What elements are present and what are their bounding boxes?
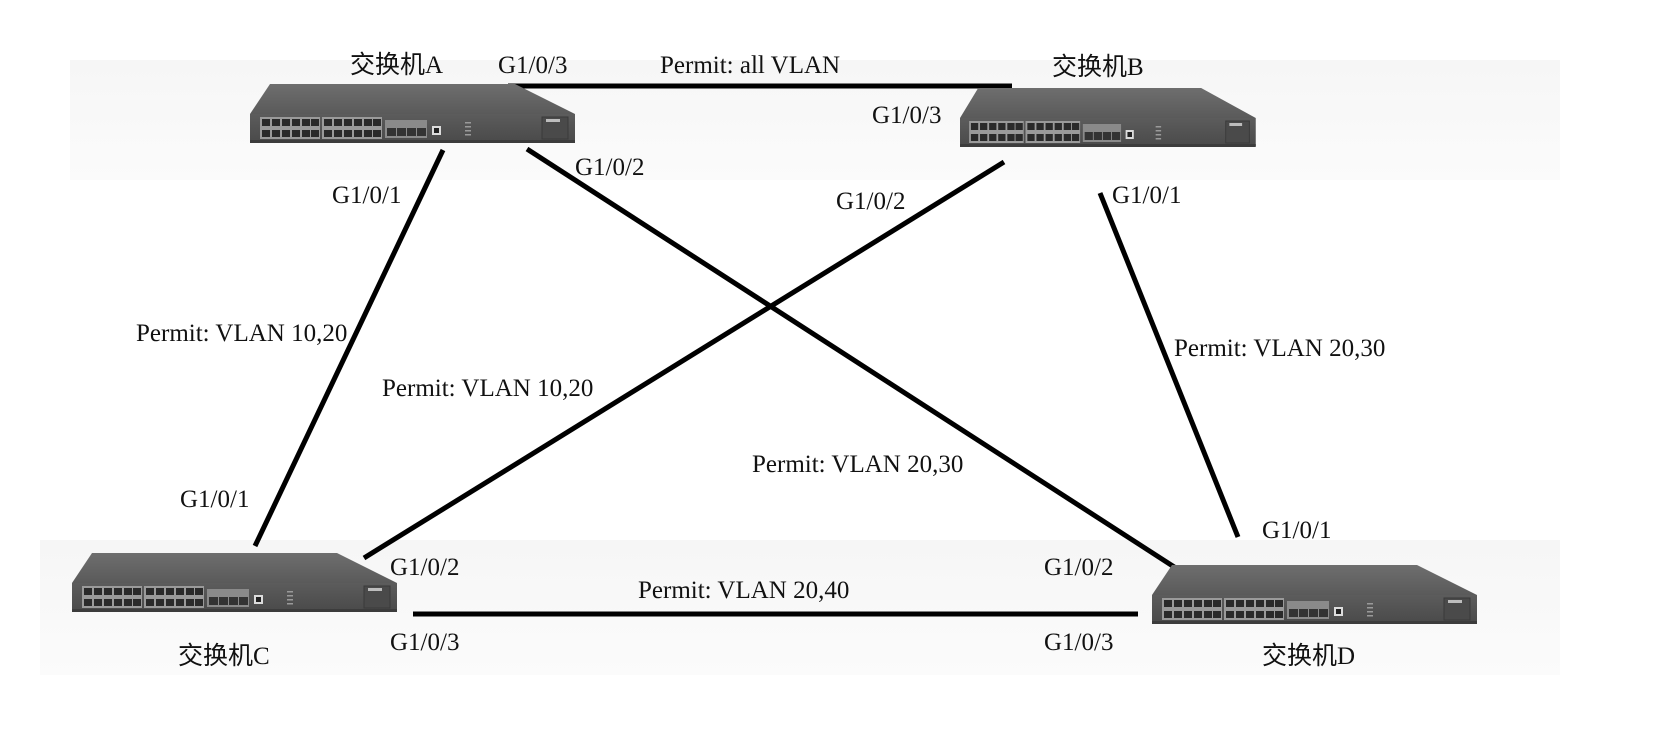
switch-d-label: 交换机D xyxy=(1262,643,1356,670)
switch-d-icon xyxy=(1151,564,1478,625)
switch-a-icon xyxy=(249,83,576,144)
port-label-b-g101: G1/0/1 xyxy=(1112,182,1182,209)
link-label-a-b: Permit: all VLAN xyxy=(660,52,841,79)
link-b-c xyxy=(362,159,1006,561)
link-a-d xyxy=(525,146,1184,575)
link-label-a-d: Permit: VLAN 20,30 xyxy=(752,451,964,478)
port-label-a-g101: G1/0/1 xyxy=(332,182,402,209)
link-label-b-c: Permit: VLAN 10,20 xyxy=(382,375,594,402)
port-label-d-g102: G1/0/2 xyxy=(1044,554,1114,581)
port-label-d-g101: G1/0/1 xyxy=(1262,517,1332,544)
port-label-c-g101: G1/0/1 xyxy=(180,486,250,513)
port-label-a-g102: G1/0/2 xyxy=(575,154,645,181)
port-label-d-g103: G1/0/3 xyxy=(1044,629,1114,656)
port-label-c-g103: G1/0/3 xyxy=(390,629,460,656)
link-lines xyxy=(252,83,1241,617)
switch-b-label: 交换机B xyxy=(1052,54,1144,81)
port-label-c-g102: G1/0/2 xyxy=(390,554,460,581)
switch-a-label: 交换机A xyxy=(350,52,444,79)
link-b-d xyxy=(1097,192,1241,538)
switch-b-icon xyxy=(959,87,1257,148)
link-label-a-c: Permit: VLAN 10,20 xyxy=(136,320,348,347)
port-label-a-g103: G1/0/3 xyxy=(498,52,568,79)
port-label-b-g102: G1/0/2 xyxy=(836,188,906,215)
link-a-c xyxy=(252,148,446,548)
link-label-c-d: Permit: VLAN 20,40 xyxy=(638,577,850,604)
switch-c-icon xyxy=(71,552,398,613)
switch-c-label: 交换机C xyxy=(178,643,270,670)
link-label-b-d: Permit: VLAN 20,30 xyxy=(1174,335,1386,362)
port-label-b-g103: G1/0/3 xyxy=(872,102,942,129)
